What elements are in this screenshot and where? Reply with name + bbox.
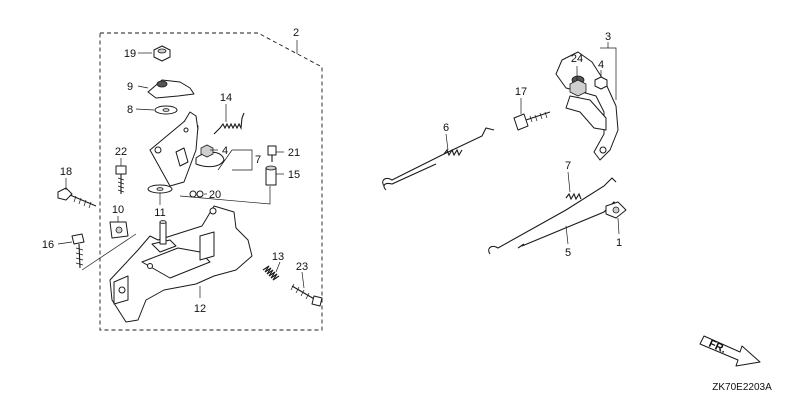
- callout-4b: 4: [598, 59, 604, 71]
- callout-12: 11: [154, 207, 165, 219]
- part-bolt-23: [115, 165, 127, 194]
- part-bolt-17: [71, 233, 85, 269]
- callout-24: 23: [296, 261, 308, 273]
- callout-2: 2: [293, 27, 299, 39]
- callout-20: 19: [124, 48, 136, 60]
- part-screw-24: [290, 283, 323, 307]
- part-control-base: [109, 205, 253, 323]
- part-bolt-18: [513, 111, 551, 131]
- callout-11: 10: [112, 204, 124, 216]
- callout-9: 8: [127, 104, 133, 116]
- part-control-rod: [517, 201, 621, 249]
- part-spring-14: [262, 265, 280, 281]
- part-washer-9: [154, 105, 178, 115]
- part-flange-nut: [153, 45, 171, 62]
- callout-7: 7: [565, 160, 571, 172]
- part-choke-rod: [488, 177, 617, 255]
- part-fitting: [605, 201, 627, 219]
- callout-23: 22: [115, 146, 127, 158]
- part-nut-25: [569, 79, 587, 97]
- callout-16: 15: [288, 169, 300, 181]
- part-clip-21: [189, 190, 204, 198]
- part-throttle-rod: [382, 127, 495, 191]
- callout-3: 3: [605, 31, 611, 43]
- callout-14: 13: [272, 251, 284, 263]
- callout-21: 20: [209, 189, 221, 201]
- part-washer-12: [147, 184, 173, 194]
- front-direction-arrow: FR.: [699, 335, 761, 367]
- callout-5: 5: [565, 247, 571, 259]
- callout-13: 12: [194, 303, 206, 315]
- callout-25: 24: [571, 53, 583, 65]
- callout-18: 17: [515, 86, 527, 98]
- part-collar-16: [265, 165, 277, 186]
- part-governor-arm: [149, 111, 225, 187]
- callout-15: 14: [220, 92, 232, 104]
- part-control-bracket: [555, 51, 619, 161]
- callout-19: 18: [60, 166, 72, 178]
- part-nut-4b: [594, 76, 608, 90]
- leader-lines: [57, 40, 620, 298]
- callout-22: 21: [288, 147, 300, 159]
- callout-6: 6: [443, 122, 449, 134]
- reference-code: ZK70E2203A: [712, 382, 772, 393]
- part-bolt-19: [57, 187, 97, 209]
- part-bolt-22: [267, 145, 277, 162]
- callout-17: 16: [42, 239, 54, 251]
- callout-4a: 4: [222, 145, 228, 157]
- callout-10: 9: [127, 81, 133, 93]
- callout-1: 1: [616, 237, 622, 249]
- part-nut-11: [109, 221, 129, 239]
- part-spring-15: [213, 112, 245, 135]
- callout-8: 7: [255, 154, 261, 166]
- part-control-lever: [147, 79, 195, 99]
- assembly-frame: [99, 32, 323, 331]
- part-nut-4: [200, 144, 214, 158]
